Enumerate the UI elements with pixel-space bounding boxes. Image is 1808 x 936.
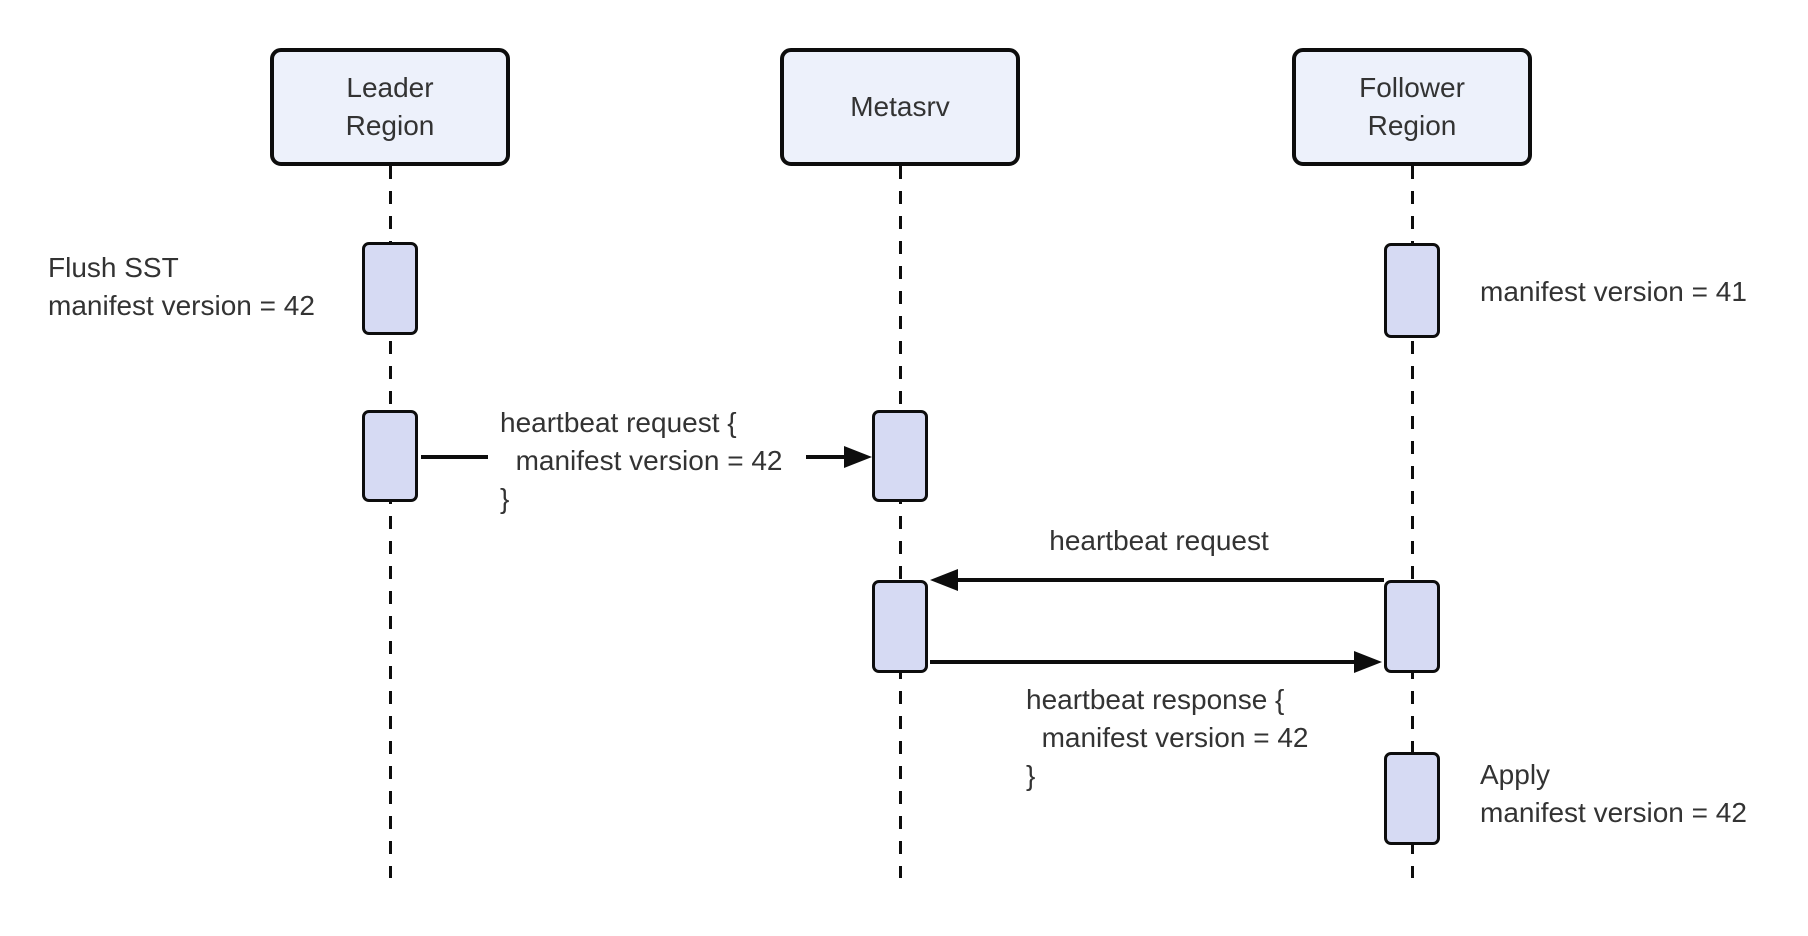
arrowhead-left-icon bbox=[930, 569, 958, 591]
activation-leader-heartbeat bbox=[362, 410, 418, 502]
lifeline-metasrv bbox=[899, 166, 902, 878]
activation-metasrv-follower-heartbeat bbox=[872, 580, 928, 673]
activation-leader-flush bbox=[362, 242, 418, 335]
lifeline-follower-region bbox=[1411, 166, 1414, 878]
lifeline-leader-region bbox=[389, 166, 392, 878]
arrowhead-right-icon bbox=[1354, 651, 1382, 673]
note-manifest-version-41: manifest version = 41 bbox=[1480, 276, 1747, 307]
message-line-heartbeat-request-leader-end bbox=[806, 455, 848, 459]
participant-follower-region-label: Follower Region bbox=[1359, 72, 1465, 141]
message-label-heartbeat-request-leader: heartbeat request { manifest version = 4… bbox=[500, 407, 783, 514]
activation-follower-apply bbox=[1384, 752, 1440, 845]
message-line-heartbeat-request-follower bbox=[954, 578, 1384, 582]
message-label-heartbeat-request-follower: heartbeat request bbox=[1049, 525, 1269, 556]
activation-metasrv-leader-heartbeat bbox=[872, 410, 928, 502]
participant-follower-region: Follower Region bbox=[1292, 48, 1532, 166]
activation-follower-heartbeat bbox=[1384, 580, 1440, 673]
participant-leader-region-label: Leader Region bbox=[345, 72, 435, 141]
activation-follower-initial bbox=[1384, 243, 1440, 338]
note-apply-manifest-version-42: Apply manifest version = 42 bbox=[1480, 759, 1747, 828]
message-label-heartbeat-response: heartbeat response { manifest version = … bbox=[1026, 684, 1309, 791]
note-flush-sst: Flush SST manifest version = 42 bbox=[48, 252, 315, 321]
participant-metasrv-label: Metasrv bbox=[850, 91, 950, 122]
arrowhead-right-icon bbox=[844, 446, 872, 468]
participant-metasrv: Metasrv bbox=[780, 48, 1020, 166]
participant-leader-region: Leader Region bbox=[270, 48, 510, 166]
message-line-heartbeat-response bbox=[930, 660, 1356, 664]
message-line-heartbeat-request-leader-start bbox=[421, 455, 488, 459]
